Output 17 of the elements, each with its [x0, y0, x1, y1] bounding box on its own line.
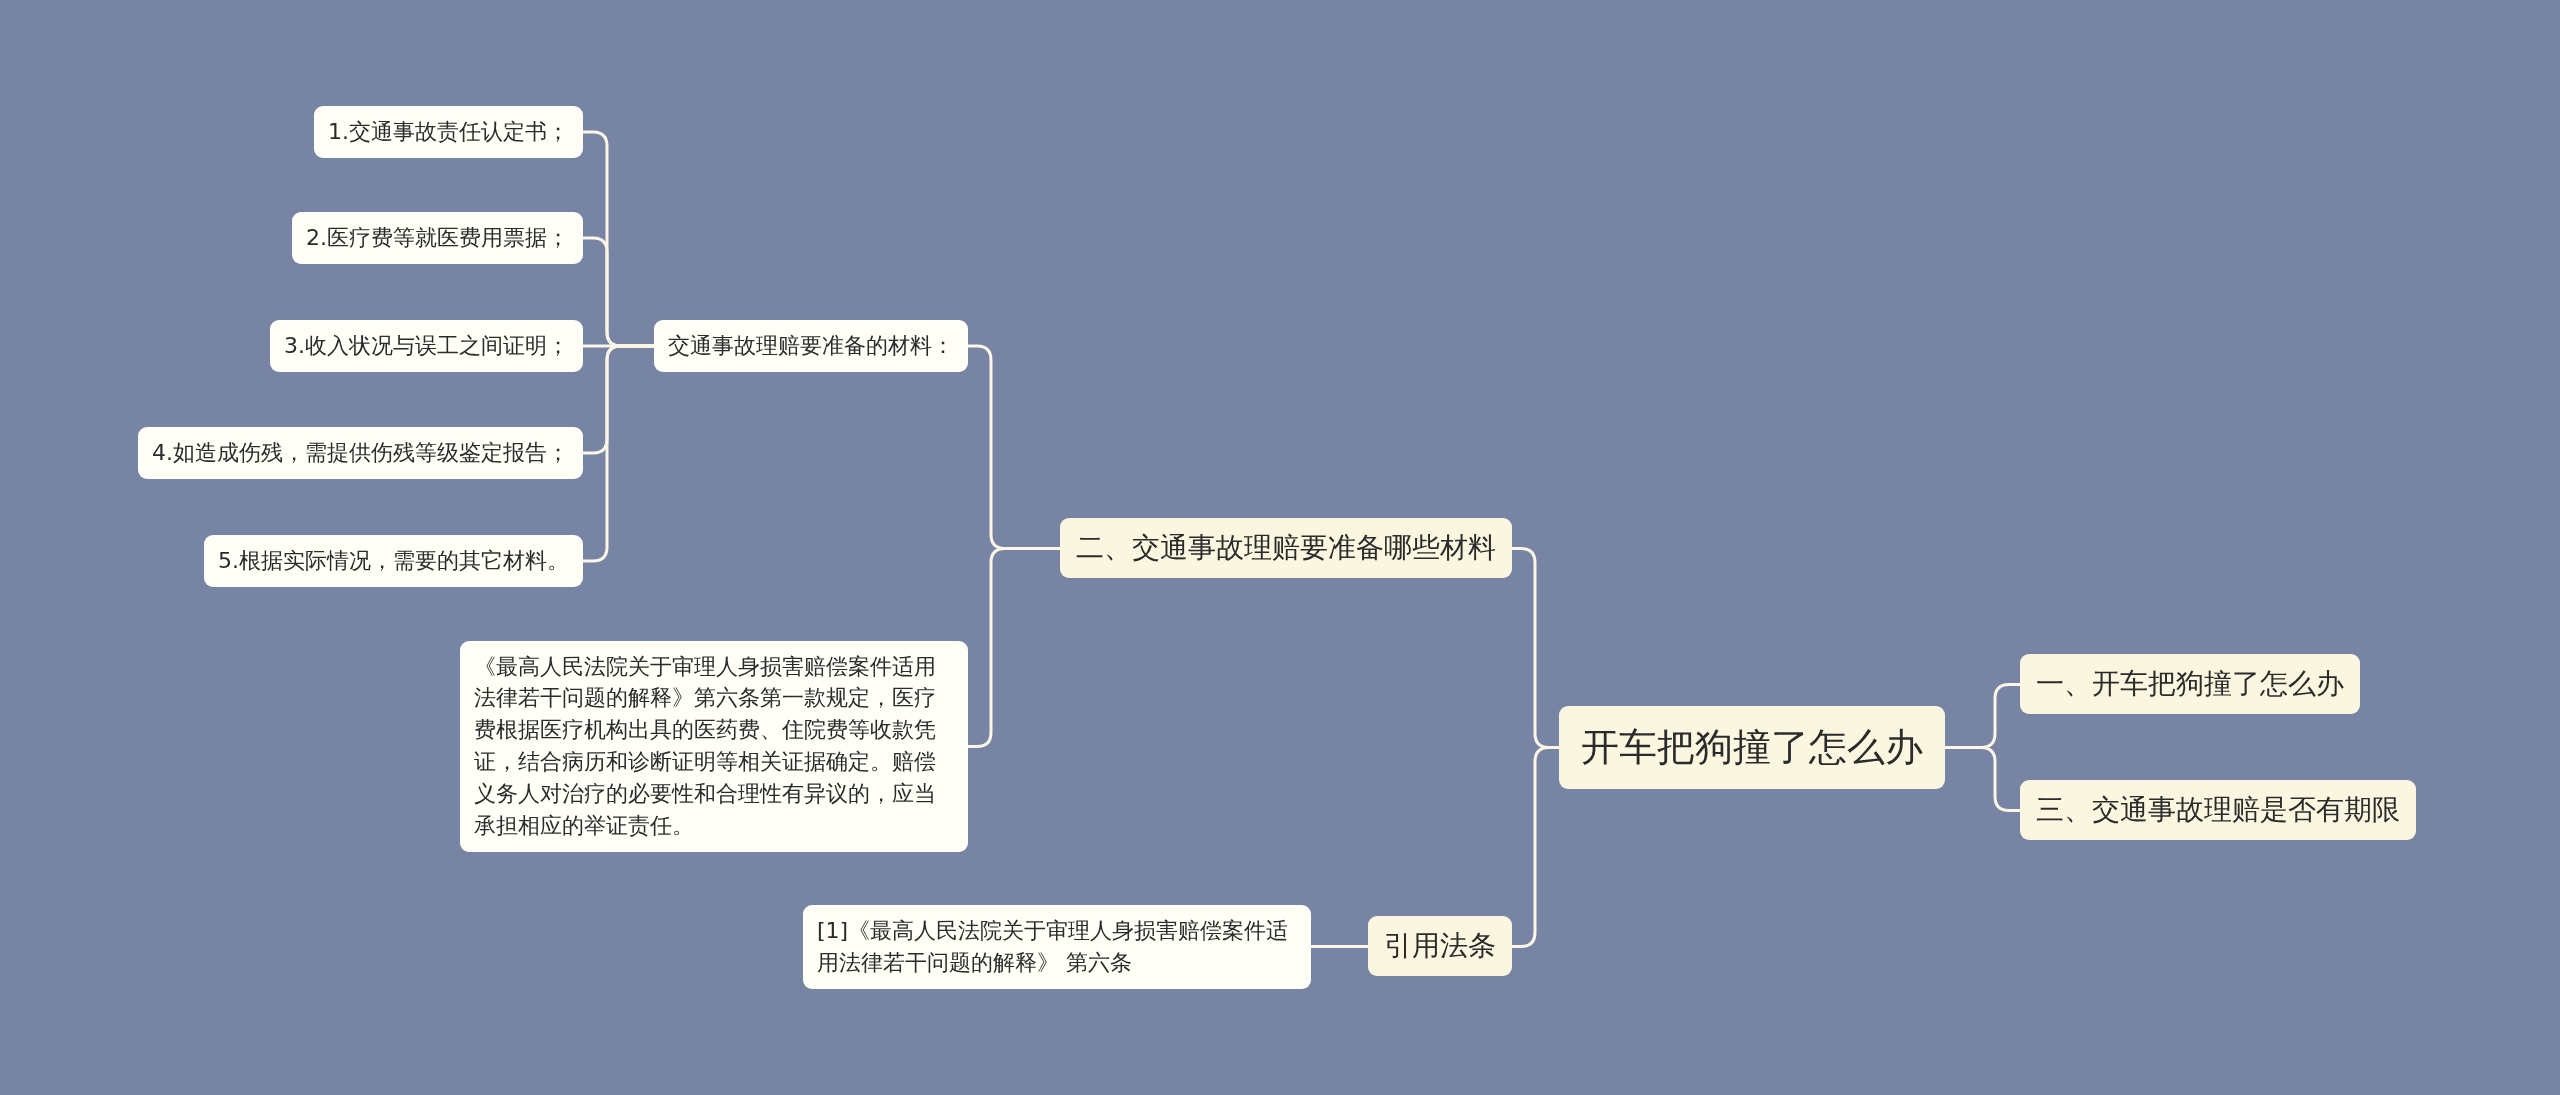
subtopic-box: 4.如造成伤残，需提供伤残等级鉴定报告； — [138, 427, 583, 479]
subtopic-box: [1]《最高人民法院关于审理人身损害赔偿案件适用法律若干问题的解释》 第六条 — [803, 905, 1311, 989]
topic-box: 三、交通事故理赔是否有期限 — [2020, 779, 2416, 841]
connector-line — [1512, 746, 1559, 948]
subtopic-box: 《最高人民法院关于审理人身损害赔偿案件适用法律若干问题的解释》第六条第一款规定，医疗费根据医疗机构出具的医药费、住院费等收款凭证，结合病历和诊断证明等相关证据确定。赔偿义务人对治疗的必要性和合理性有异议的，应当承担相应的举证责任。 — [460, 640, 968, 852]
subtopic-box: 5.根据实际情况，需要的其它材料。 — [204, 535, 583, 587]
connector-line — [583, 344, 654, 563]
topic-box: 引用法条 — [1368, 915, 1512, 977]
central-topic: 开车把狗撞了怎么办 — [1559, 705, 1945, 789]
topic-box: 一、开车把狗撞了怎么办 — [2020, 653, 2360, 715]
subtopic-box: 2.医疗费等就医费用票据； — [292, 212, 583, 264]
connector-line — [968, 547, 1060, 748]
subtopic-box: 3.收入状况与误工之间证明； — [270, 320, 583, 372]
subtopic-box: 交通事故理赔要准备的材料： — [654, 320, 968, 372]
subtopic-box: 1.交通事故责任认定书； — [314, 106, 583, 158]
connector-line — [1311, 945, 1368, 948]
topic-box: 二、交通事故理赔要准备哪些材料 — [1060, 517, 1512, 579]
